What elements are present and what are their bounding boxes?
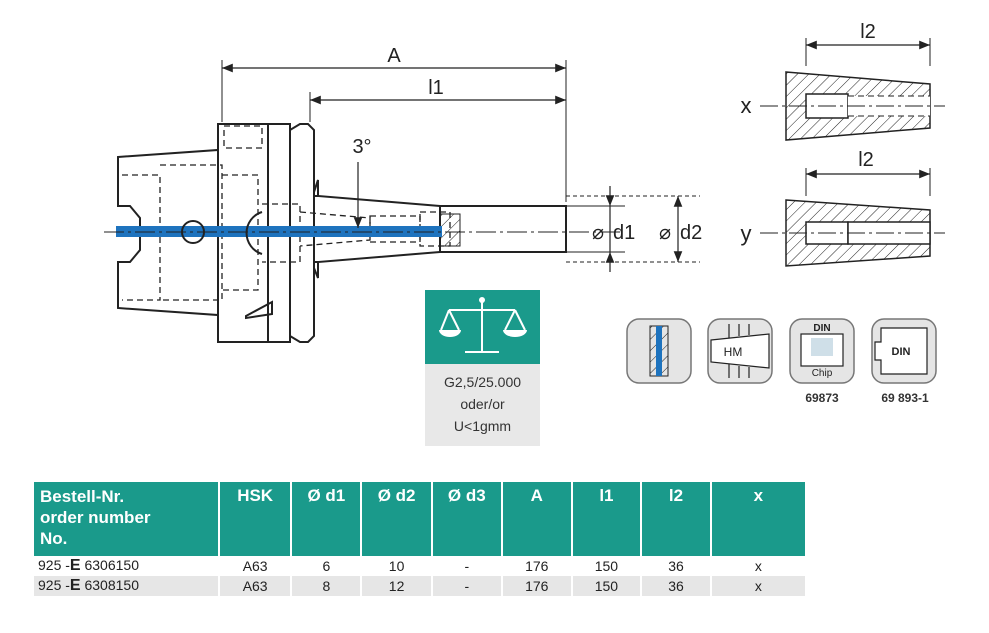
- cell-d2: 10: [361, 556, 433, 576]
- cell-l1: 150: [571, 576, 643, 596]
- cell-d2: 12: [361, 576, 433, 596]
- svg-text:x: x: [741, 93, 752, 118]
- technical-drawing: A l1 3° ⌀ d1 ⌀ d2 l2 x l2 y: [104, 21, 945, 343]
- svg-text:HM: HM: [724, 345, 743, 359]
- diameter-d1-symbol: ⌀: [592, 222, 604, 244]
- coolant-sphere: [245, 211, 263, 255]
- balance-grade-box: G2,5/25.000 oder/or U<1gmm: [425, 290, 540, 446]
- balance-spec-line2: oder/or: [460, 396, 505, 412]
- diameter-d1-label: d1: [613, 222, 635, 244]
- header-d1: Ø d1: [291, 482, 363, 556]
- dim-label-l1: l1: [428, 77, 444, 99]
- hidden-lines: [122, 125, 451, 301]
- cell-x: x: [710, 556, 805, 576]
- balance-spec-line3: U<1gmm: [453, 418, 512, 434]
- cell-l2: 36: [641, 576, 712, 596]
- svg-text:DIN: DIN: [892, 346, 911, 358]
- cell-d1: 6: [291, 556, 363, 576]
- cell-x: x: [710, 576, 805, 596]
- header-hsk: HSK: [219, 482, 293, 556]
- header-d3: Ø d3: [431, 482, 503, 556]
- cell-d3: -: [431, 556, 503, 576]
- cell-hsk: A63: [219, 556, 293, 576]
- cell-d1: 8: [291, 576, 363, 596]
- svg-text:l2: l2: [860, 21, 876, 43]
- detail-x: l2 x: [741, 21, 945, 141]
- spec-table-header: Bestell-Nr. order number No. HSK Ø d1 Ø …: [34, 482, 805, 556]
- header-l2: l2: [641, 482, 712, 556]
- dim-label-A: A: [387, 45, 401, 67]
- cell-A: 176: [501, 576, 573, 596]
- din-number: 69 893-1: [881, 391, 929, 405]
- diameter-d2-symbol: ⌀: [659, 222, 671, 244]
- header-l1: l1: [571, 482, 643, 556]
- balance-scale-panel: [425, 290, 540, 364]
- header-order-number: Bestell-Nr. order number No.: [34, 482, 221, 556]
- balance-scale-icon: [439, 297, 527, 353]
- din-chip-number: 69873: [805, 391, 839, 405]
- cell-l2: 36: [641, 556, 712, 576]
- svg-text:l2: l2: [858, 149, 874, 171]
- din-icon: DIN: [871, 318, 937, 384]
- diameter-d2-label: d2: [680, 222, 702, 244]
- cell-d3: -: [431, 576, 503, 596]
- angle-label: 3°: [352, 136, 371, 158]
- svg-text:Chip: Chip: [812, 368, 833, 379]
- cell-order-number: 925 -E 6308150: [34, 576, 221, 596]
- cell-A: 176: [501, 556, 573, 576]
- balance-spec-line1: G2,5/25.000: [443, 374, 522, 390]
- table-row: 925 -E 6306150 A63 6 10 - 176 150 36 x: [34, 556, 805, 576]
- detail-y: l2 y: [741, 149, 945, 267]
- balance-spec-panel: G2,5/25.000 oder/or U<1gmm: [425, 364, 540, 446]
- carbide-hm-icon: HM: [707, 318, 773, 384]
- header-A: A: [501, 482, 573, 556]
- svg-text:DIN: DIN: [813, 323, 830, 334]
- svg-text:y: y: [741, 221, 752, 246]
- spec-table: Bestell-Nr. order number No. HSK Ø d1 Ø …: [34, 482, 805, 596]
- header-x: x: [710, 482, 805, 556]
- table-row: 925 -E 6308150 A63 8 12 - 176 150 36 x: [34, 576, 805, 596]
- coolant-through-icon: [626, 318, 692, 384]
- header-d2: Ø d2: [361, 482, 433, 556]
- cell-l1: 150: [571, 556, 643, 576]
- din-chip-icon: DIN Chip: [789, 318, 855, 384]
- cell-order-number: 925 -E 6306150: [34, 556, 221, 576]
- hatched-bore-zone: [439, 213, 461, 247]
- cell-hsk: A63: [219, 576, 293, 596]
